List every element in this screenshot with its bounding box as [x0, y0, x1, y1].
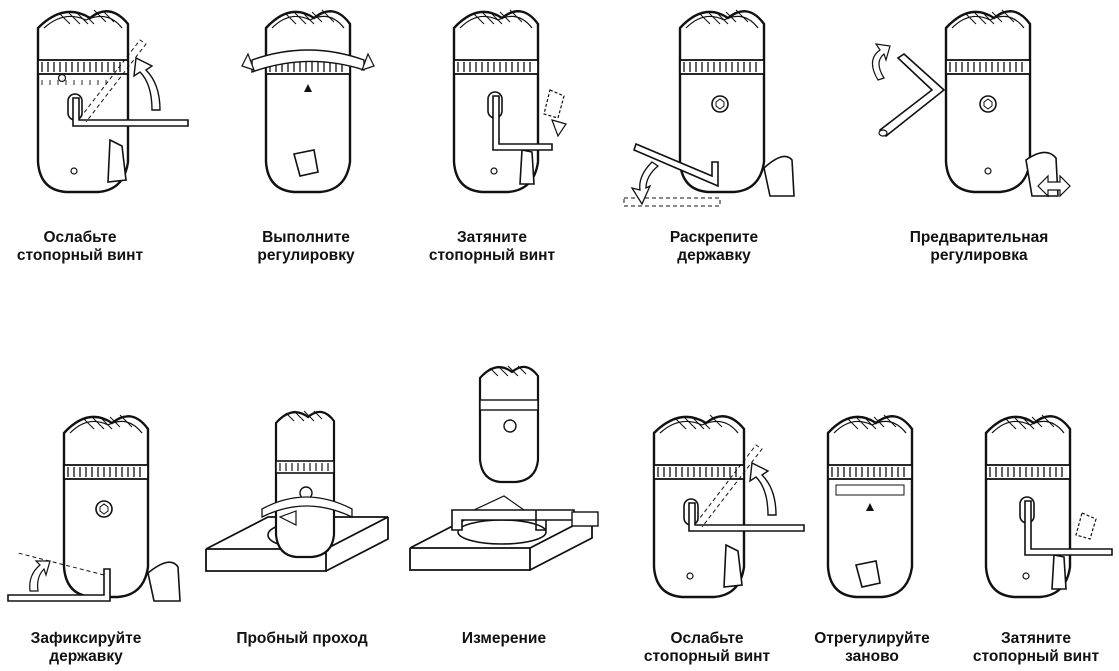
- caption-line-2: регулировку: [226, 247, 386, 265]
- caption-line-1: Отрегулируйте: [792, 630, 952, 648]
- caption-line-1: Раскрепите: [634, 229, 794, 247]
- caption-line-2: стопорный винт: [412, 247, 572, 265]
- caption-line-2: стопорный винт: [0, 247, 160, 265]
- rotation-arrow-icon: [200, 405, 390, 610]
- caption-line-1: Предварительная: [884, 229, 1074, 247]
- boring-head-icon: [812, 405, 952, 610]
- caption-line-2: стопорный винт: [956, 648, 1116, 666]
- caption-step-3: Затяните стопорный винт: [412, 229, 572, 265]
- caption-line-1: Затяните: [412, 229, 572, 247]
- rotation-arrow-icon: [238, 0, 378, 200]
- rotation-arrow-icon: [440, 0, 580, 200]
- caption-step-9: Ослабьте стопорный винт: [622, 630, 792, 666]
- rotation-arrow-icon: [856, 0, 1076, 200]
- step-perform-adjustment: [238, 0, 378, 200]
- rotation-arrow-icon: [614, 0, 814, 215]
- caliper-icon: [404, 360, 604, 610]
- step-loosen-lock-screw-2: [636, 405, 816, 610]
- caption-line-2: державку: [0, 648, 172, 666]
- rotation-arrow-icon: [636, 405, 816, 610]
- step-tighten-lock-screw-2: [972, 405, 1117, 610]
- rotation-arrow-icon: [20, 0, 200, 200]
- caption-step-2: Выполните регулировку: [226, 229, 386, 265]
- caption-line-1: Зафиксируйте: [0, 630, 172, 648]
- caption-line-1: Выполните: [226, 229, 386, 247]
- caption-step-10: Отрегулируйте заново: [792, 630, 952, 666]
- step-release-holder: [614, 0, 814, 215]
- caption-line-1: Измерение: [424, 630, 584, 648]
- caption-line-2: регулировка: [884, 247, 1074, 265]
- step-readjust: [812, 405, 952, 610]
- caption-line-1: Ослабьте: [622, 630, 792, 648]
- caption-step-7: Пробный проход: [212, 630, 392, 648]
- caption-step-8: Измерение: [424, 630, 584, 648]
- step-measurement: [404, 360, 604, 610]
- rotation-arrow-icon: [0, 405, 200, 610]
- caption-step-11: Затяните стопорный винт: [956, 630, 1116, 666]
- rotation-arrow-icon: [972, 405, 1117, 610]
- caption-line-1: Ослабьте: [0, 229, 160, 247]
- caption-step-1: Ослабьте стопорный винт: [0, 229, 160, 265]
- caption-line-1: Пробный проход: [212, 630, 392, 648]
- caption-line-1: Затяните: [956, 630, 1116, 648]
- caption-step-5: Предварительная регулировка: [884, 229, 1074, 265]
- step-fix-holder: [0, 405, 200, 610]
- step-test-pass: [200, 405, 390, 610]
- caption-step-6: Зафиксируйте державку: [0, 630, 172, 666]
- step-loosen-lock-screw-1: [20, 0, 200, 200]
- caption-line-2: державку: [634, 247, 794, 265]
- caption-step-4: Раскрепите державку: [634, 229, 794, 265]
- caption-line-2: заново: [792, 648, 952, 666]
- step-preliminary-adjustment: [856, 0, 1076, 200]
- step-tighten-lock-screw-1: [440, 0, 580, 200]
- caption-line-2: стопорный винт: [622, 648, 792, 666]
